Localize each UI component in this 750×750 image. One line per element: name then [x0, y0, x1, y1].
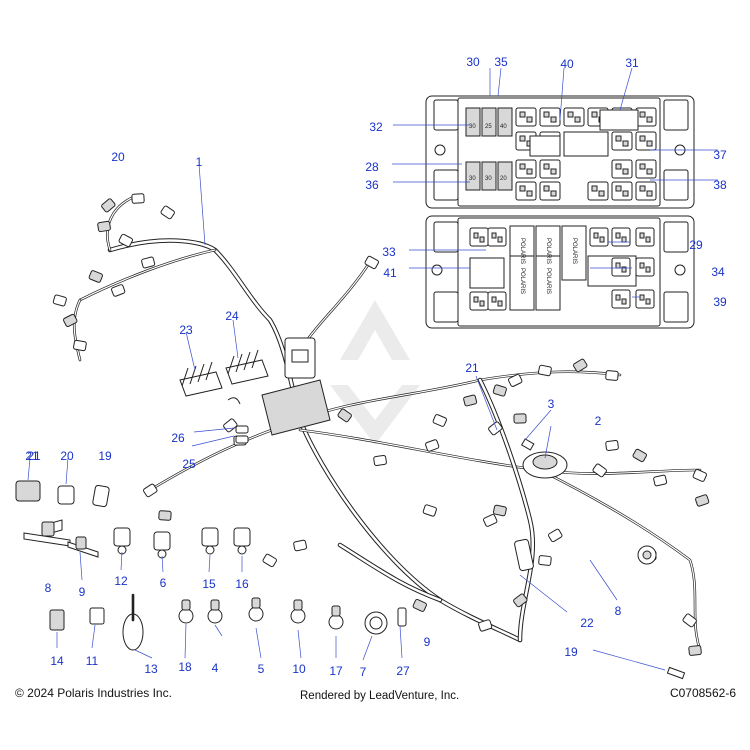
callout-21[interactable]: 21 — [27, 449, 41, 463]
callout-24[interactable]: 24 — [225, 309, 239, 323]
fuse-box-lower: POLARIS POLARIS POLARIS POLARIS POLARIS — [425, 215, 695, 329]
callout-21[interactable]: 21 — [25, 449, 39, 463]
callout-3[interactable]: 3 — [548, 397, 555, 411]
rendered-by-text: Rendered by LeadVenture, Inc. — [300, 690, 460, 702]
callout-9[interactable]: 9 — [79, 585, 86, 599]
callout-28[interactable]: 28 — [365, 160, 379, 174]
callout-18[interactable]: 18 — [178, 660, 192, 674]
callout-32[interactable]: 32 — [369, 120, 383, 134]
callout-29[interactable]: 29 — [689, 238, 703, 252]
callout-41[interactable]: 41 — [383, 266, 397, 280]
callout-38[interactable]: 38 — [713, 178, 727, 192]
callout-36[interactable]: 36 — [365, 178, 379, 192]
callout-13[interactable]: 13 — [144, 662, 158, 676]
rubber-boot-part — [520, 438, 568, 479]
callout-39[interactable]: 39 — [713, 295, 727, 309]
callout-31[interactable]: 31 — [625, 56, 639, 70]
callout-4[interactable]: 4 — [212, 661, 219, 675]
callout-2[interactable]: 2 — [595, 414, 602, 428]
callout-20[interactable]: 20 — [60, 449, 74, 463]
fuse-holder-24 — [225, 349, 269, 385]
fuse-label: 20 — [500, 176, 507, 182]
relay-label: POLARIS — [545, 238, 551, 264]
callout-27[interactable]: 27 — [396, 664, 410, 678]
callout-11[interactable]: 11 — [86, 654, 99, 668]
copyright-text: © 2024 Polaris Industries Inc. — [15, 686, 172, 700]
relay-label: POLARIS — [519, 268, 525, 294]
callout-14[interactable]: 14 — [50, 654, 64, 668]
diagram-code: C0708562-6 — [669, 686, 736, 700]
fuse-label: 30 — [469, 124, 476, 130]
callout-21[interactable]: 21 — [465, 361, 479, 375]
callout-12[interactable]: 12 — [114, 574, 128, 588]
callout-19[interactable]: 19 — [98, 449, 112, 463]
callout-8[interactable]: 8 — [615, 604, 622, 618]
fuse-label: 30 — [469, 176, 476, 182]
callout-30[interactable]: 30 — [466, 55, 480, 69]
central-junction-block — [261, 337, 331, 436]
callout-17[interactable]: 17 — [329, 664, 343, 678]
callout-7[interactable]: 7 — [360, 665, 367, 679]
fuse-label: 30 — [485, 176, 492, 182]
fuse-holder-23 — [179, 361, 223, 397]
callout-35[interactable]: 35 — [494, 55, 508, 69]
main-wiring-harness — [72, 193, 702, 652]
callout-20[interactable]: 20 — [111, 150, 125, 164]
callout-1[interactable]: 1 — [196, 155, 203, 169]
fuse-box-upper: 30 40 25 30 30 20 — [425, 95, 695, 209]
callout-10[interactable]: 10 — [292, 662, 306, 676]
callout-25[interactable]: 25 — [182, 457, 196, 471]
callout-37[interactable]: 37 — [713, 148, 727, 162]
callout-15[interactable]: 15 — [202, 577, 216, 591]
callout-34[interactable]: 34 — [711, 265, 725, 279]
callout-33[interactable]: 33 — [382, 245, 396, 259]
callout-40[interactable]: 40 — [560, 57, 574, 71]
callout-6[interactable]: 6 — [160, 576, 167, 590]
leadventure-watermark — [330, 300, 420, 445]
relay-label: POLARIS — [545, 268, 551, 294]
callout-8[interactable]: 8 — [45, 581, 52, 595]
callout-16[interactable]: 16 — [235, 577, 249, 591]
relay-label: POLARIS — [571, 238, 577, 264]
callout-23[interactable]: 23 — [179, 323, 193, 337]
fuse-label: 25 — [485, 124, 492, 130]
relay-label: POLARIS — [519, 238, 525, 264]
loose-clip-parts — [15, 397, 407, 651]
callout-19[interactable]: 19 — [564, 645, 578, 659]
callout-5[interactable]: 5 — [258, 662, 265, 676]
callout-9[interactable]: 9 — [424, 635, 431, 649]
callout-22[interactable]: 22 — [580, 616, 594, 630]
fuse-label: 40 — [500, 124, 507, 130]
leader-lines — [27, 67, 718, 671]
callout-26[interactable]: 26 — [171, 431, 185, 445]
